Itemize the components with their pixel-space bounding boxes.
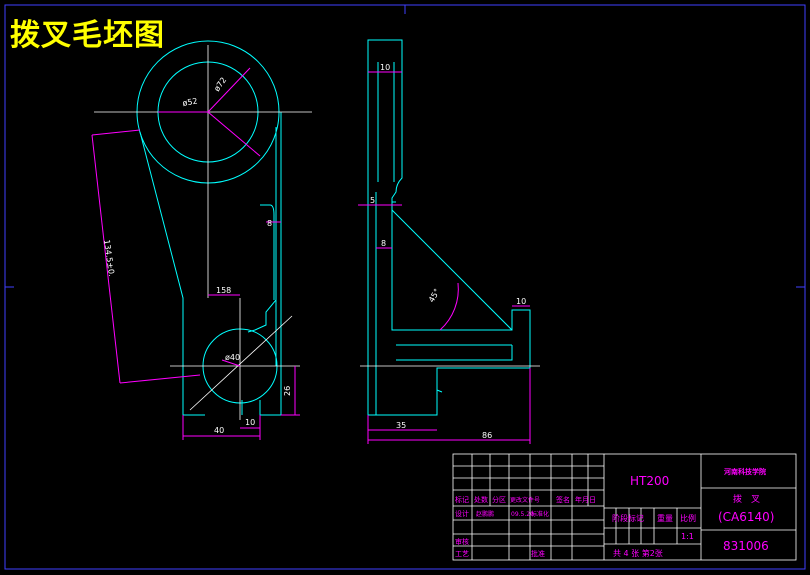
tb-ratio-label: 比例 [680, 513, 696, 523]
tb-h-zone: 分区 [492, 495, 506, 504]
tb-design: 设计 [455, 509, 469, 518]
tb-h-change: 更改文件号 [510, 496, 540, 504]
tb-designer: 赵鹏鹏 [476, 510, 494, 518]
front-leaders [91, 67, 300, 440]
dim-8b: 8 [381, 239, 386, 248]
dim-10a: 10 [245, 418, 255, 427]
extline-134 [119, 374, 201, 384]
centerline-diag [189, 315, 293, 411]
dim-35: 35 [396, 421, 406, 430]
leader-d40 [221, 359, 241, 367]
side-boss-fillet [436, 368, 443, 393]
side-web-lower [375, 192, 396, 415]
front-dim-texts: ø72 ø52 134.5±0. 158 8 ø40 26 40 10 [102, 76, 292, 435]
dim-86: 86 [482, 431, 492, 440]
dim-40w: 40 [214, 426, 224, 435]
front-view [136, 40, 282, 416]
tb-sheets: 共 4 张 第2张 [613, 548, 663, 558]
dim-26: 26 [283, 386, 292, 396]
dim-d40: ø40 [225, 353, 240, 362]
dim-158: 158 [216, 286, 231, 295]
side-outline [367, 39, 531, 416]
leader-d72 [207, 67, 251, 113]
tb-school: 河南科技学院 [724, 467, 766, 476]
tb-craft: 工艺 [455, 550, 469, 558]
tb-h-date: 年月日 [575, 495, 596, 504]
tb-h-sign: 签名 [556, 495, 570, 504]
dim-d52: ø52 [182, 96, 198, 107]
dim-45deg: 45° [427, 287, 442, 304]
arm-left-edge [139, 131, 205, 416]
dim-10r: 10 [516, 297, 526, 306]
title-block [452, 453, 797, 561]
side-boss-inner [396, 345, 513, 361]
dim-8a: 8 [267, 219, 272, 228]
tb-scale: 1:1 [681, 532, 694, 541]
drawing-title: 拨叉毛坯图 [10, 18, 165, 53]
tb-drawing-no: 831006 [723, 539, 769, 553]
outer-frame [4, 4, 806, 570]
tb-review: 审核 [455, 537, 469, 546]
side-inner-web [377, 62, 395, 182]
tb-part-name: 拨 叉 [733, 493, 760, 505]
side-view [367, 39, 531, 416]
title-block-texts: HT200 河南科技学院 拨 叉 (CA6140) 831006 1:1 共 4… [455, 467, 775, 558]
tb-h-count: 处数 [474, 495, 488, 504]
tb-material: HT200 [630, 474, 669, 488]
tb-h-mark: 标记 [455, 495, 469, 504]
tb-date: 09.5.20 [511, 511, 534, 518]
tb-model: (CA6140) [718, 510, 775, 524]
tb-standard: 标准化 [531, 510, 549, 518]
side-leaders [358, 71, 531, 444]
extline-134-top [91, 129, 141, 136]
tb-weight-label: 重量 [657, 513, 673, 523]
arc-45 [439, 282, 459, 331]
tb-stage-label: 阶段标记 [612, 513, 644, 523]
dimline-134 [91, 134, 121, 384]
leader-d72b [207, 111, 261, 157]
rib-inner [260, 204, 275, 300]
arm-right-edge [247, 127, 277, 333]
side-rib-diag [391, 209, 513, 331]
dim-d72: ø72 [212, 76, 228, 94]
tb-approve: 批准 [531, 549, 545, 558]
dim-134: 134.5±0. [102, 239, 116, 277]
tb-frame [452, 453, 797, 561]
dim-5: 5 [370, 196, 375, 205]
dim-10top: 10 [380, 63, 390, 72]
side-dim-texts: 10 5 8 10 45° 35 86 [370, 63, 526, 440]
